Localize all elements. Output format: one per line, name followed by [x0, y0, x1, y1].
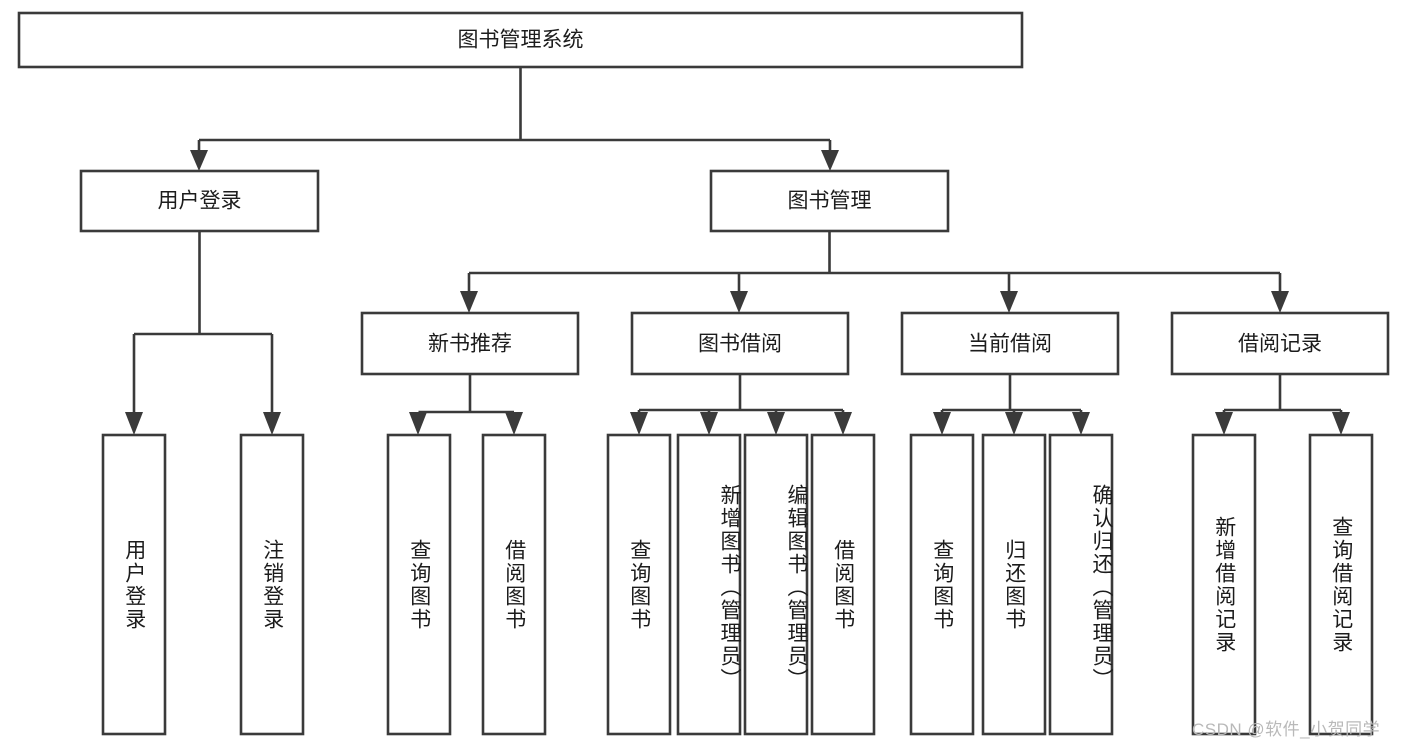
leaf-box-user-login[interactable] [101, 433, 167, 736]
arrow-to-new-book-rec [460, 291, 478, 313]
arrow-to-user-login [190, 150, 208, 171]
node-root-box[interactable] [17, 11, 1024, 69]
arrow-to-borrow-record [1271, 291, 1289, 313]
connector-borrow-record-trunk [1222, 374, 1343, 422]
arrow-to-leaf-confirm-return [1072, 412, 1090, 435]
connector-new-book-rec-trunk [417, 374, 516, 422]
node-current-borrow-label: 当前借阅 [968, 333, 1052, 356]
arrow-to-current-borrow [1000, 291, 1018, 313]
connector-book-manage-trunk [467, 231, 1282, 300]
node-borrow-record-label: 借阅记录 [1238, 333, 1322, 356]
node-new-book-rec-box[interactable] [360, 311, 580, 376]
arrow-to-book-borrow [730, 291, 748, 313]
node-root-label: 图书管理系统 [458, 29, 584, 52]
node-root[interactable]: 图书管理系统 [17, 11, 1024, 69]
node-book-manage[interactable]: 图书管理 [709, 169, 950, 233]
leaf-box-borrow-book-1[interactable] [481, 433, 547, 736]
arrow-to-leaf-user-login [125, 412, 143, 435]
leaf-boxes-layer [101, 433, 1374, 736]
node-book-manage-box[interactable] [709, 169, 950, 233]
leaf-box-query-book-1[interactable] [386, 433, 452, 736]
node-borrow-record-box[interactable] [1170, 311, 1390, 376]
leaf-box-confirm-return[interactable] [1048, 433, 1114, 736]
leaf-box-query-book-2[interactable] [606, 433, 672, 736]
arrow-to-leaf-borrow-book-2 [834, 412, 852, 435]
leaf-box-borrow-book-2[interactable] [810, 433, 876, 736]
arrow-to-leaf-borrow-book-1 [505, 412, 523, 435]
arrowheads-layer [125, 150, 1350, 435]
node-book-borrow[interactable]: 图书借阅 [630, 311, 850, 376]
node-current-borrow-box[interactable] [900, 311, 1120, 376]
node-borrow-record[interactable]: 借阅记录 [1170, 311, 1390, 376]
node-user-login-box[interactable] [79, 169, 320, 233]
node-user-login-label: 用户登录 [158, 190, 242, 213]
node-new-book-rec[interactable]: 新书推荐 [360, 311, 580, 376]
connector-book-borrow-trunk [637, 374, 845, 422]
node-new-book-rec-label: 新书推荐 [428, 333, 512, 356]
leaf-box-return-book[interactable] [981, 433, 1047, 736]
connector-root-trunk [197, 67, 832, 158]
arrow-to-leaf-query-book-2 [630, 412, 648, 435]
arrow-to-leaf-query-book-1 [409, 412, 427, 435]
leaf-box-add-record[interactable] [1191, 433, 1257, 736]
node-current-borrow[interactable]: 当前借阅 [900, 311, 1120, 376]
arrow-to-leaf-add-book [700, 412, 718, 435]
leaf-box-edit-book[interactable] [743, 433, 809, 736]
leaf-box-add-book[interactable] [676, 433, 742, 736]
node-book-manage-label: 图书管理 [788, 190, 872, 213]
connector-user-login-trunk [132, 231, 274, 422]
node-user-login[interactable]: 用户登录 [79, 169, 320, 233]
leaf-box-query-record[interactable] [1308, 433, 1374, 736]
connectors-layer [132, 67, 1343, 422]
arrow-to-leaf-query-record [1332, 412, 1350, 435]
node-book-borrow-box[interactable] [630, 311, 850, 376]
arrow-to-leaf-query-book-3 [933, 412, 951, 435]
arrow-to-book-manage [821, 150, 839, 171]
arrow-to-leaf-edit-book [767, 412, 785, 435]
csdn-watermark: CSDN @软件_小贺同学 [1192, 720, 1381, 739]
node-book-borrow-label: 图书借阅 [698, 333, 782, 356]
arrow-to-leaf-return-book [1005, 412, 1023, 435]
arrow-to-leaf-user-logout [263, 412, 281, 435]
arrow-to-leaf-add-record [1215, 412, 1233, 435]
leaf-box-user-logout[interactable] [239, 433, 305, 736]
leaf-box-query-book-3[interactable] [909, 433, 975, 736]
